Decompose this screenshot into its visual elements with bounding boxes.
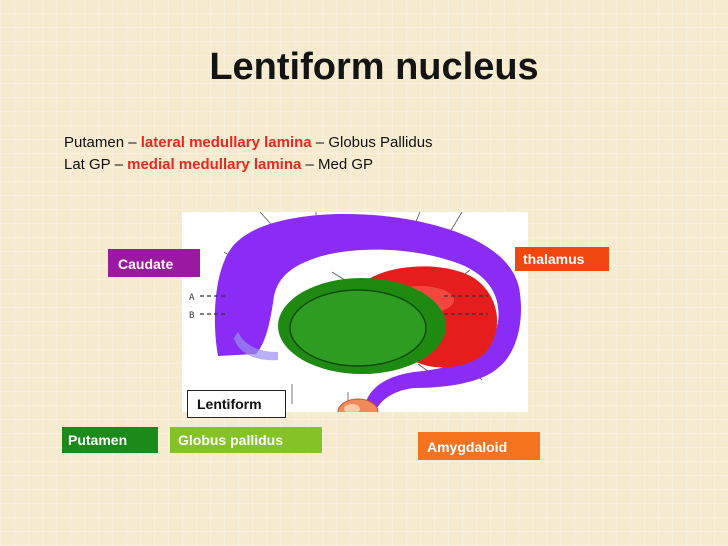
line2-text-end: – Med GP xyxy=(301,156,374,173)
line2-text-start: Lat GP – xyxy=(64,156,128,173)
lamina-line-globus-pallidus: Lat GP – medial medullary lamina – Med G… xyxy=(64,156,373,173)
amygdaloid-highlight xyxy=(344,404,360,412)
ventricle-shadow xyxy=(234,332,278,361)
line1-text-end: – Globus Pallidus xyxy=(311,134,433,151)
lateral-medullary-lamina-term: lateral medullary lamina xyxy=(140,134,312,151)
basal-ganglia-illustration: A B xyxy=(189,212,522,412)
reference-marks: A B xyxy=(189,293,488,321)
amygdaloid-label: Amygdaloid xyxy=(418,432,540,460)
caudate-label: Caudate xyxy=(108,249,200,277)
line1-text-start: Putamen – xyxy=(64,134,141,151)
medial-medullary-lamina-term: medial medullary lamina xyxy=(127,156,302,173)
marker-a: A xyxy=(189,293,195,303)
putamen-label: Putamen xyxy=(62,427,158,453)
marker-b: B xyxy=(189,311,194,321)
lentiform-inner-structure xyxy=(289,289,427,367)
thalamus-label: thalamus xyxy=(515,247,609,271)
basal-ganglia-diagram: A B xyxy=(182,212,528,412)
lamina-line-putamen: Putamen – lateral medullary lamina – Glo… xyxy=(64,134,433,151)
globus-pallidus-label: Globus pallidus xyxy=(170,427,322,453)
slide-title: Lentiform nucleus xyxy=(209,46,539,88)
lentiform-label: Lentiform xyxy=(187,390,286,418)
caudate-structure xyxy=(214,213,522,410)
